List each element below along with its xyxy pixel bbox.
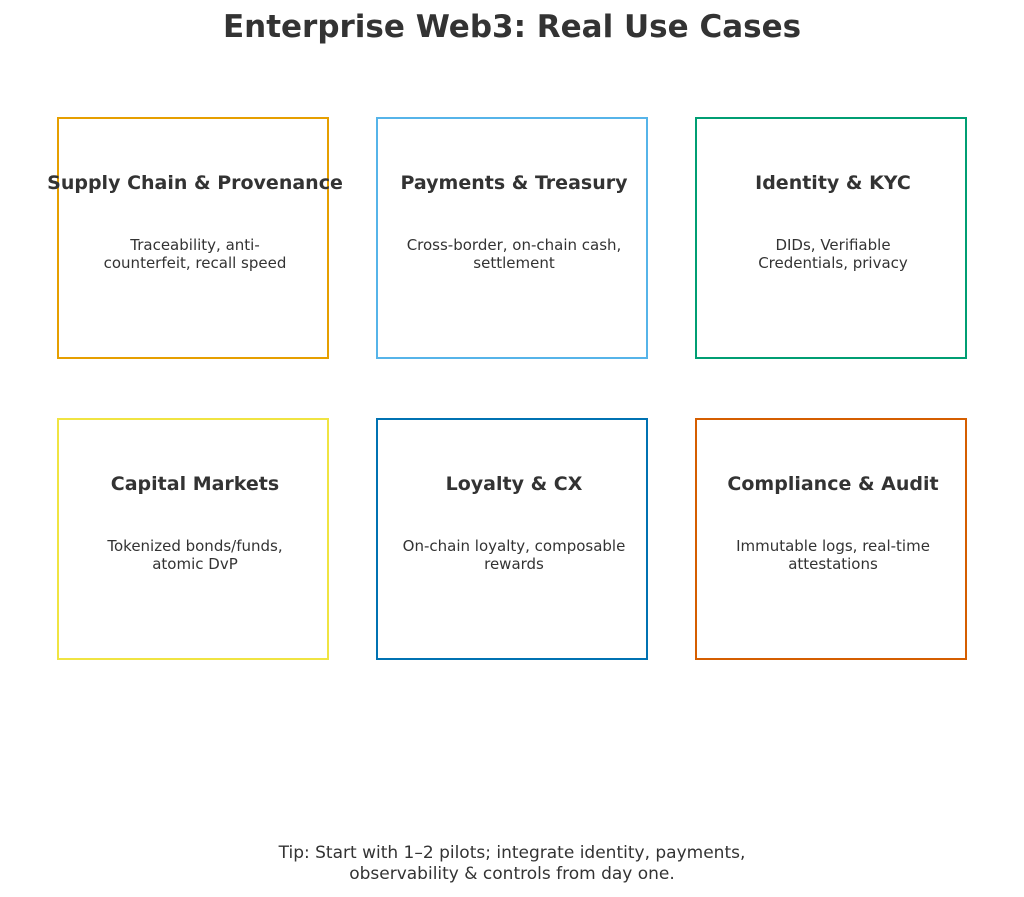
card-description-line: On-chain loyalty, composable	[402, 537, 626, 555]
card-description-line: Tokenized bonds/funds,	[107, 537, 283, 555]
card-description: Tokenized bonds/funds, atomic DvP	[39, 537, 351, 573]
card-description-line: atomic DvP	[152, 555, 238, 573]
card-description-line: attestations	[788, 555, 878, 573]
card-description-line: Credentials, privacy	[758, 254, 908, 272]
card-identity: Identity & KYC DIDs, Verifiable Credenti…	[695, 117, 967, 359]
card-title: Compliance & Audit	[727, 473, 939, 495]
card-title: Capital Markets	[110, 473, 280, 495]
tip-line: Tip: Start with 1–2 pilots; integrate id…	[278, 843, 746, 863]
tip-line: observability & controls from day one.	[349, 864, 675, 884]
card-description-line: Immutable logs, real-time	[736, 537, 930, 555]
card-title: Identity & KYC	[755, 172, 911, 194]
card-loyalty: Loyalty & CX On-chain loyalty, composabl…	[376, 418, 648, 660]
card-description: Cross-border, on-chain cash, settlement	[358, 236, 670, 272]
card-description-line: rewards	[484, 555, 544, 573]
card-title: Supply Chain & Provenance	[47, 172, 343, 194]
card-description-line: Traceability, anti-	[130, 236, 260, 254]
card-description-line: DIDs, Verifiable	[775, 236, 891, 254]
card-description-line: settlement	[473, 254, 555, 272]
card-description: Traceability, anti- counterfeit, recall …	[39, 236, 351, 272]
card-description-line: Cross-border, on-chain cash,	[406, 236, 622, 254]
card-title: Loyalty & CX	[445, 473, 583, 495]
card-supply-chain: Supply Chain & Provenance Traceability, …	[47, 117, 343, 359]
card-title: Payments & Treasury	[400, 172, 628, 194]
card-description-line: counterfeit, recall speed	[103, 254, 287, 272]
card-compliance: Compliance & Audit Immutable logs, real-…	[695, 418, 967, 660]
card-capital-markets: Capital Markets Tokenized bonds/funds, a…	[57, 418, 329, 660]
card-payments: Payments & Treasury Cross-border, on-cha…	[376, 117, 648, 359]
card-description: On-chain loyalty, composable rewards	[358, 537, 670, 573]
tip-note: Tip: Start with 1–2 pilots; integrate id…	[0, 843, 1024, 885]
page-title: Enterprise Web3: Real Use Cases	[222, 9, 802, 45]
card-description: DIDs, Verifiable Credentials, privacy	[677, 236, 989, 272]
card-description: Immutable logs, real-time attestations	[677, 537, 989, 573]
